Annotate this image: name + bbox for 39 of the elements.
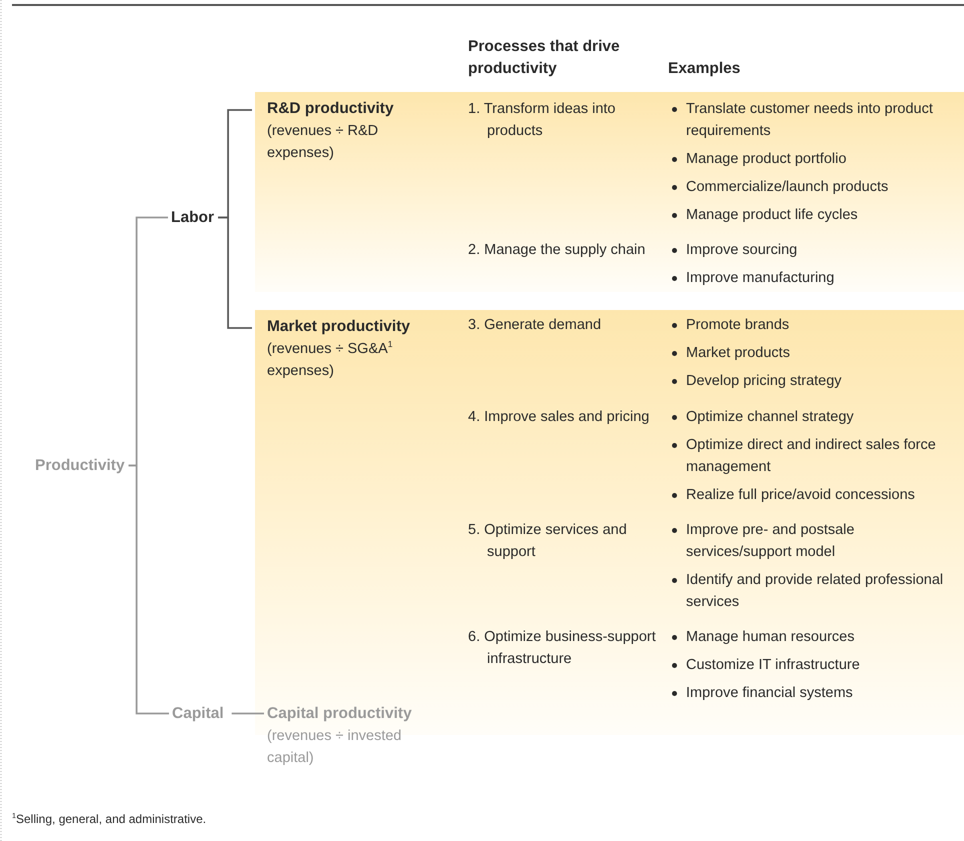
tree-connector — [128, 464, 169, 714]
example-text: Customize IT infrastructure — [686, 656, 861, 675]
example-text: Improve sourcing — [686, 241, 798, 260]
tree-label: Capital — [172, 705, 224, 722]
example-text: Improve financial systems — [686, 684, 854, 703]
footnote: $^{1}$Selling, general, and administrative. — [12, 810, 206, 828]
process-text: 1. Transform ideas into products — [468, 100, 616, 141]
example-text: Market products — [686, 344, 791, 363]
example-text: Commercialize/launch products — [686, 178, 890, 197]
process-text: 5. Optimize services and support — [468, 521, 628, 562]
category-band — [255, 92, 964, 292]
formula-text: (revenues ÷ SG&A$^{1}$ expenses) — [267, 338, 394, 381]
example-text: Optimize direct and indirect sales force management — [686, 436, 937, 477]
example-text: Manage product portfolio — [686, 150, 848, 169]
tree-label: Labor — [171, 209, 214, 226]
example-text: Develop pricing strategy — [686, 372, 843, 391]
column-header: Examples — [668, 59, 742, 79]
tree-connector — [232, 712, 264, 714]
example-text: Improve pre- and postsale services/support model — [686, 521, 856, 562]
category-title: Capital productivity — [267, 704, 413, 724]
process-text: 3. Generate demand — [468, 316, 602, 335]
formula-text: (revenues ÷ R&D expenses) — [267, 122, 380, 163]
example-text: Optimize channel strategy — [686, 408, 855, 427]
example-text: Manage human resources — [686, 628, 856, 647]
column-header: Processes that drive productivity — [468, 37, 621, 79]
example-text: Identify and provide related professional services — [686, 571, 944, 612]
process-text: 4. Improve sales and pricing — [468, 408, 650, 427]
example-text: Improve manufacturing — [686, 269, 836, 288]
process-text: 6. Optimize business-support infrastructure — [468, 628, 657, 669]
category-title: R&D productivity — [267, 99, 395, 119]
tree-connector — [218, 216, 252, 329]
example-text: Promote brands — [686, 316, 790, 335]
process-text: 2. Manage the supply chain — [468, 241, 646, 260]
example-text: Translate customer needs into product requirements — [686, 100, 934, 141]
category-title: Market productivity — [267, 317, 411, 337]
example-text: Manage product life cycles — [686, 206, 859, 225]
example-text: Realize full price/avoid concessions — [686, 486, 916, 505]
tree-label: Productivity — [35, 457, 125, 474]
formula-text: (revenues ÷ invested capital) — [267, 727, 403, 768]
